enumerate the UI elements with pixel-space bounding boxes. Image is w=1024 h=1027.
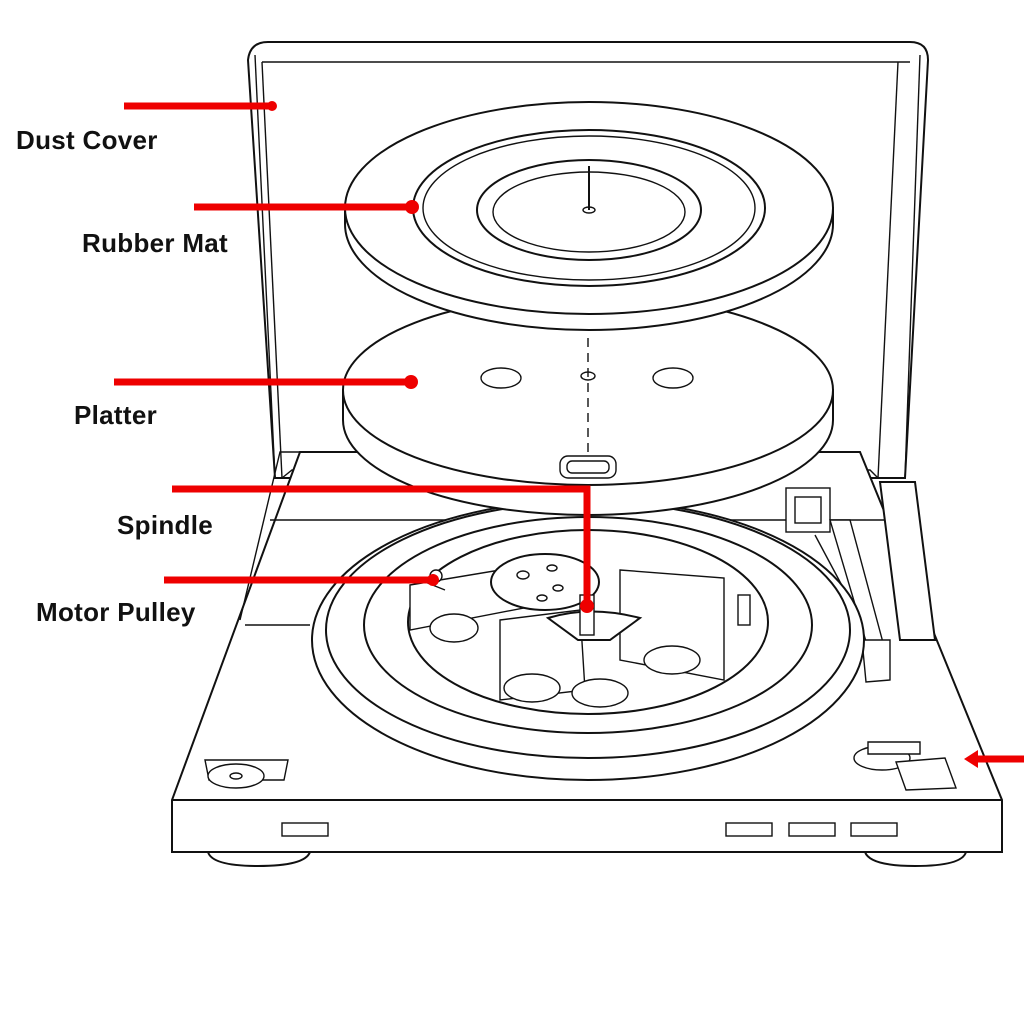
- callout-dust-cover: [124, 101, 277, 111]
- platter: [342, 294, 834, 516]
- callout-spindle: [172, 485, 594, 613]
- callout-arrow-right: [964, 750, 1024, 768]
- label-motor-pulley: Motor Pulley: [36, 597, 196, 627]
- label-rubber-mat: Rubber Mat: [82, 228, 228, 258]
- label-dust-cover: Dust Cover: [16, 125, 158, 155]
- callout-lines: [114, 101, 1024, 768]
- label-platter: Platter: [74, 400, 158, 430]
- rubber-mat: [344, 101, 834, 331]
- callout-platter: [114, 375, 418, 389]
- tonearm: [785, 481, 937, 683]
- turntable-well: [311, 499, 865, 781]
- callout-rubber-mat: [194, 200, 419, 214]
- callout-motor-pulley: [164, 574, 439, 586]
- label-spindle: Spindle: [117, 510, 213, 540]
